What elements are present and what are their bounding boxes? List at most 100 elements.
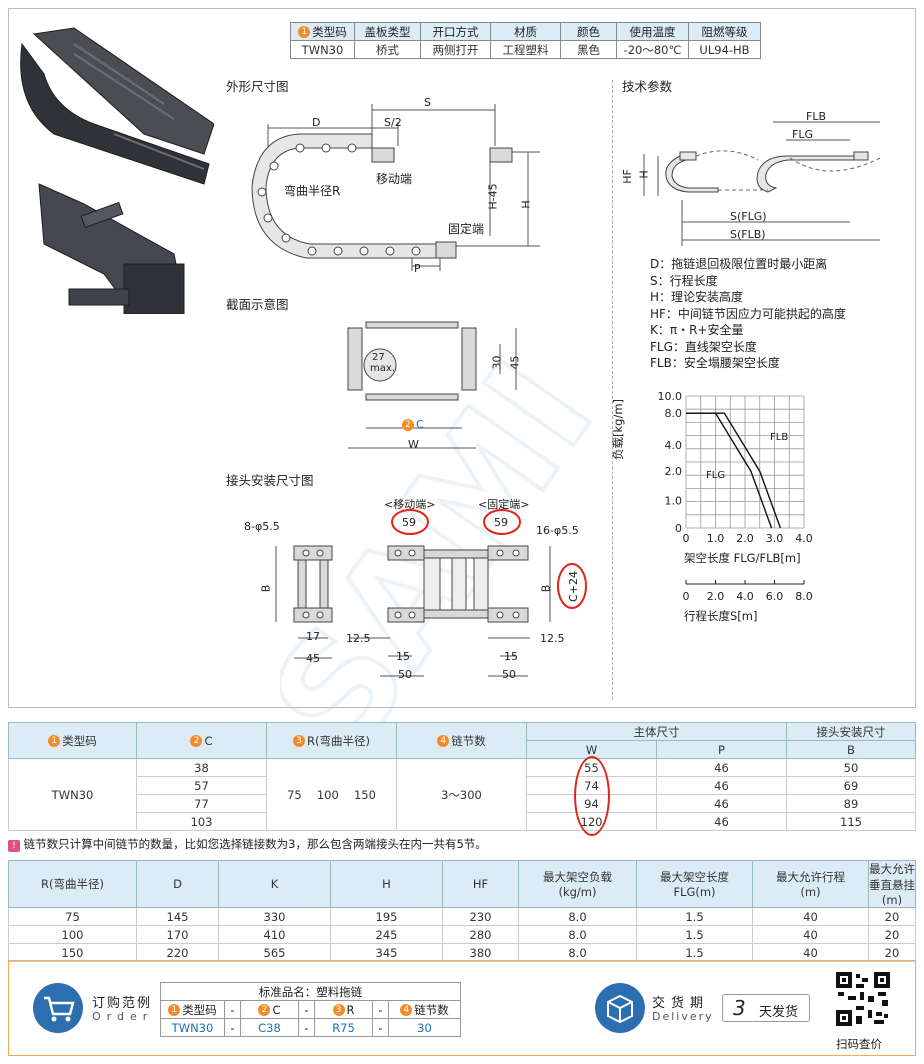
qr-code[interactable]: [834, 970, 892, 1028]
delivery-icon: [595, 983, 645, 1033]
label-S-FLG: S(FLG): [730, 210, 767, 223]
param-HF: HF：中间链节因应力可能拱起的高度: [650, 306, 846, 321]
order-dash: -: [224, 1000, 241, 1019]
joint-section-title: 接头安装尺寸图: [226, 473, 314, 488]
cell-R: 75 100 150: [266, 758, 397, 831]
param-D: D：拖链退回极限位置时最小距离: [650, 257, 828, 271]
cell: 20: [868, 907, 916, 926]
cell: 40: [752, 925, 869, 944]
table-row: 75 145 330 195 230 8.0 1.5 40 20: [8, 907, 916, 926]
x2-tick-label: 8.0: [795, 590, 813, 603]
dim-50-right: 50: [502, 668, 516, 681]
y-tick-label: 8.0: [665, 407, 683, 420]
th-B: B: [786, 740, 916, 759]
cell-B: 69: [786, 776, 916, 795]
outline-drawing: [251, 104, 540, 271]
th-K: K: [218, 860, 331, 908]
param-list: D：拖链退回极限位置时最小距离 S：行程长度 H：理论安装高度 HF：中间链节因…: [650, 256, 846, 372]
param-FLG: FLG：直线架空长度: [650, 339, 757, 354]
dim-C24: C+24: [566, 571, 580, 602]
th-R2: R(弯曲半径): [8, 860, 137, 908]
spec-type: TWN30: [290, 40, 355, 59]
cell-B: 50: [786, 758, 916, 777]
spec-header-material: 材质: [490, 22, 561, 41]
order-dash: -: [372, 1018, 389, 1037]
x-tick-label: 4.0: [795, 532, 813, 545]
moving-end-label: 移动端: [376, 172, 413, 186]
cell: 410: [218, 925, 331, 944]
cell: 8.0: [518, 925, 637, 944]
order-box: [8, 960, 916, 1056]
table-row: 150 220 565 345 380 8.0 1.5 40 20: [8, 943, 916, 962]
th-max-load: 最大架空负载(kg/m): [518, 860, 637, 908]
cell-P: 46: [656, 812, 787, 831]
cell: 1.5: [636, 943, 753, 962]
order-v-C: C38: [240, 1018, 299, 1037]
note: ! 链节数只计算中间链节的数量，比如您选择链接数为3，那么包含两端接头在内一共有…: [8, 836, 487, 852]
spec-header-open: 开口方式: [420, 22, 491, 41]
cell: 20: [868, 925, 916, 944]
dim-S: S: [424, 96, 431, 109]
dim-45-joint: 45: [306, 652, 320, 665]
cell: 100: [8, 925, 137, 944]
dim-59-moving: 59: [402, 516, 416, 529]
cell: 40: [752, 907, 869, 926]
order-std-label: 标准品名：塑料拖链: [160, 982, 461, 1001]
cell-links: 3～300: [396, 758, 527, 831]
dim-B-right: B: [539, 584, 553, 593]
delivery-title: 交货期: [652, 996, 710, 1011]
order-title-en: Order: [92, 1010, 154, 1023]
label-H: H: [637, 170, 651, 179]
cell-P: 46: [656, 776, 787, 795]
x2-tick-label: 0: [683, 590, 690, 603]
y-tick-label: 10.0: [658, 390, 683, 403]
cell: 145: [136, 907, 219, 926]
moving-end-joint: <移动端>: [384, 498, 436, 511]
order-v-links: 30: [388, 1018, 461, 1037]
series-line-FLB: [686, 412, 782, 529]
cell: 20: [868, 943, 916, 962]
order-dash: -: [372, 1000, 389, 1019]
cell-C: 38: [136, 758, 267, 777]
y-tick-label: 1.0: [665, 494, 683, 507]
spec-header-flame: 阻燃等级: [688, 22, 761, 41]
label-FLB: FLB: [806, 110, 827, 123]
joint-drawing: [275, 509, 587, 677]
spec-material: 工程塑料: [490, 40, 561, 59]
cell-P: 46: [656, 794, 787, 813]
dim-H45: H-45: [486, 183, 500, 210]
cell: 380: [442, 943, 519, 962]
param-K: K：π・R+安全量: [650, 323, 744, 337]
x-tick-label: 0: [683, 532, 690, 545]
order-dash: -: [224, 1018, 241, 1037]
table-row: TWN30 38 75 100 150 3～300 55 46 50: [8, 758, 916, 831]
th-W: W: [526, 740, 657, 759]
dim-17: 17: [306, 630, 320, 643]
dim-15-right: 15: [504, 650, 518, 663]
spec-header-temp: 使用温度: [616, 22, 689, 41]
param-S: S：行程长度: [650, 273, 718, 288]
label-S-FLB: S(FLB): [730, 228, 766, 241]
dim-12-5-left: 12.5: [346, 632, 371, 645]
dim-30: 30: [490, 355, 504, 370]
max-label: max.: [370, 363, 395, 374]
holes-16: 16-φ5.5: [536, 524, 579, 537]
delivery-unit: 天发货: [759, 1005, 799, 1020]
max-dia: 27: [372, 352, 385, 363]
cell-B: 89: [786, 794, 916, 813]
cell: 8.0: [518, 907, 637, 926]
holes-8: 8-φ5.5: [244, 520, 280, 533]
x-tick-label: 3.0: [766, 532, 784, 545]
cell: 280: [442, 925, 519, 944]
qr-label: 扫码查价: [836, 1037, 882, 1051]
cross-section-drawing: [347, 321, 517, 449]
x-tick-label: 1.0: [707, 532, 725, 545]
